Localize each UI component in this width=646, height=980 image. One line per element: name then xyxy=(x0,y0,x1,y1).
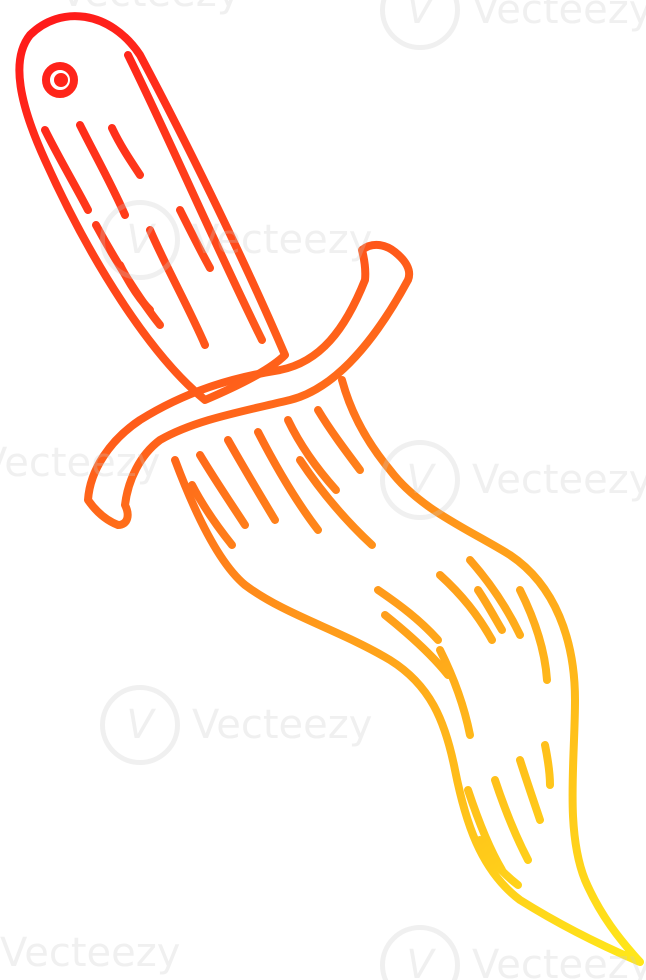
handle-hole-icon xyxy=(42,62,78,98)
dagger-blade xyxy=(171,376,644,966)
dagger-handle xyxy=(15,12,289,404)
dagger-crossguard xyxy=(84,241,414,529)
